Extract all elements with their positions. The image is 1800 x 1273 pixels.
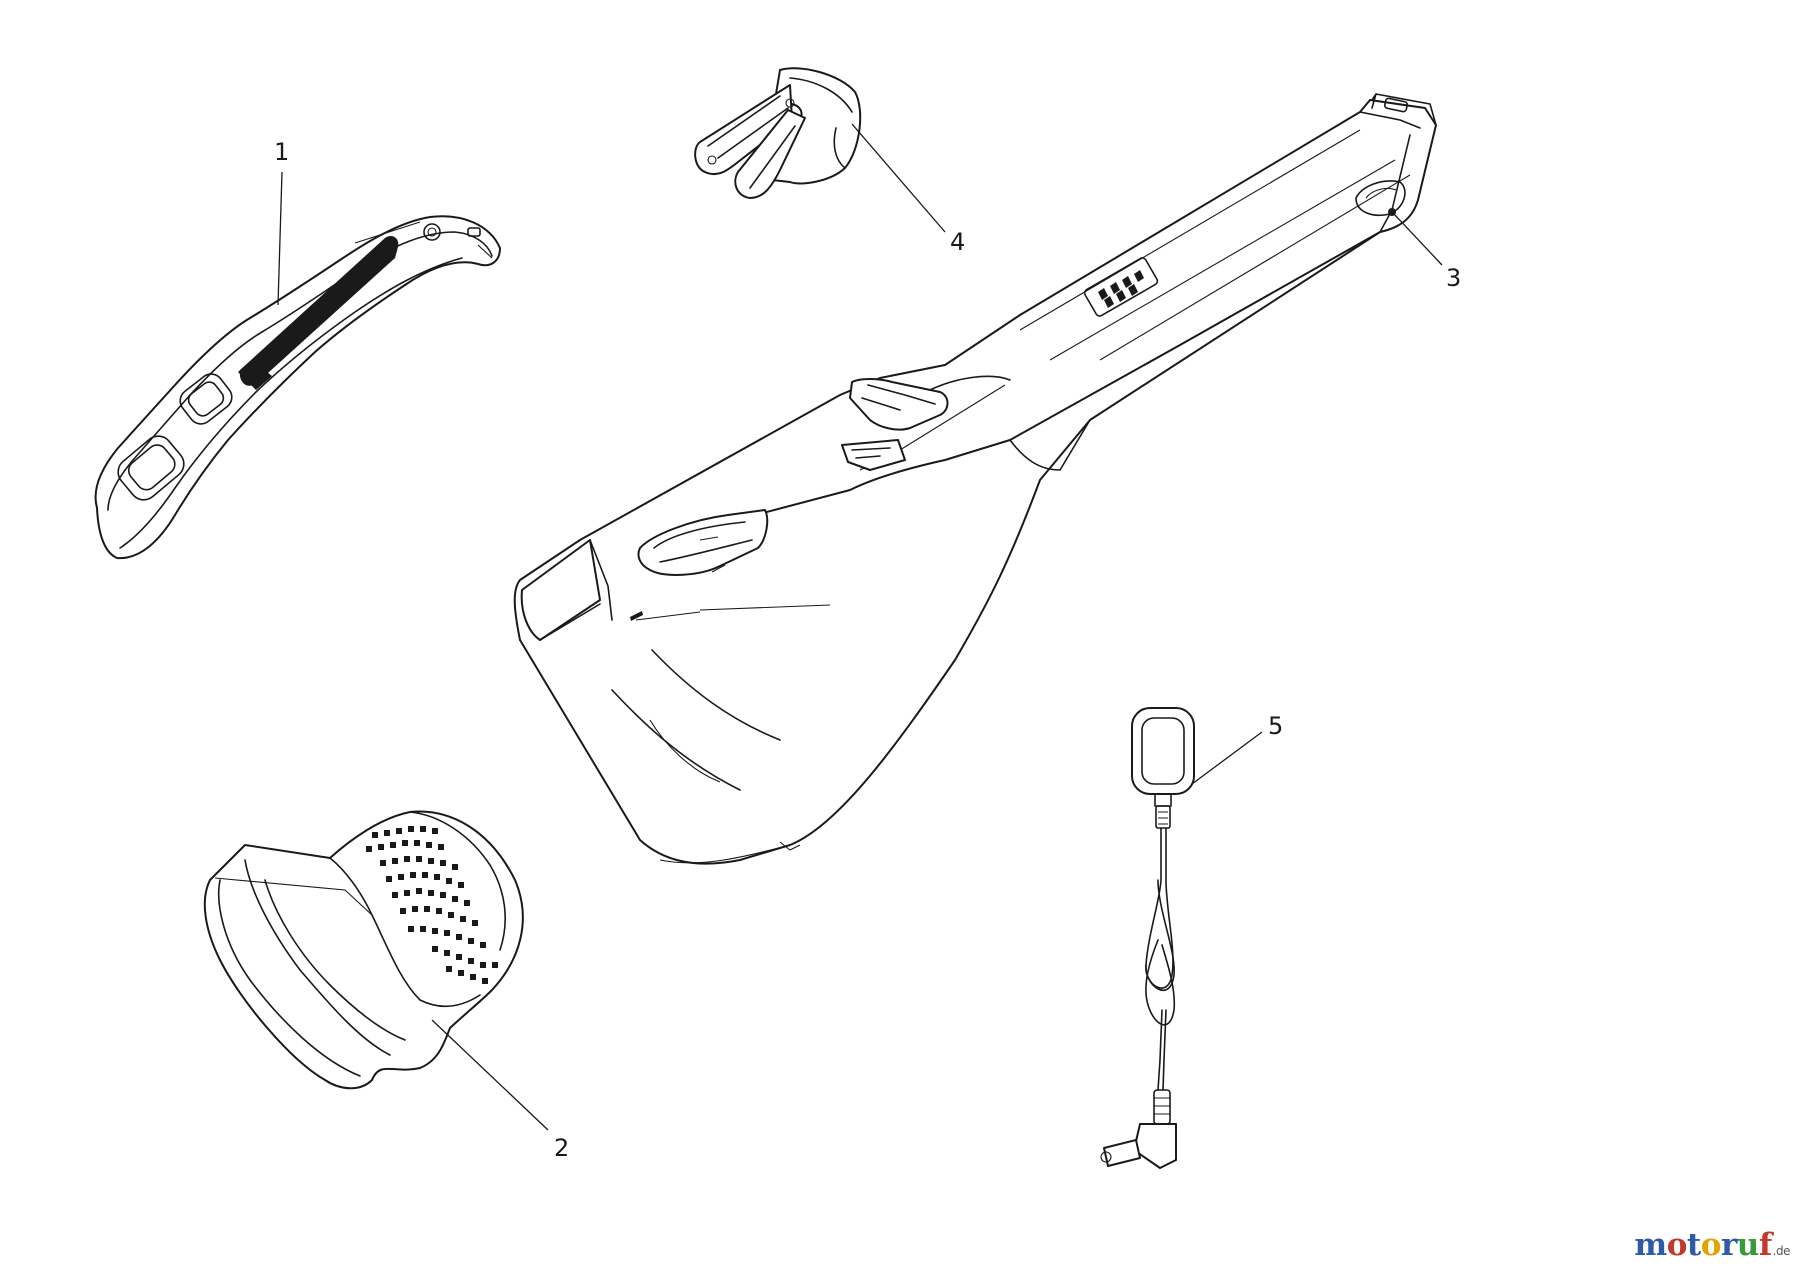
callout-labels: 1 2 3 4 5 xyxy=(274,138,1461,1162)
watermark-letter: o xyxy=(1700,1227,1722,1263)
watermark-letter: f xyxy=(1758,1227,1772,1263)
watermark-letter: m xyxy=(1634,1227,1667,1263)
callout-4: 4 xyxy=(950,228,965,256)
watermark-letter: t xyxy=(1686,1227,1701,1263)
part-2-filter xyxy=(203,810,524,1090)
part-4-bracket-clip xyxy=(694,67,862,199)
callout-1: 1 xyxy=(274,138,289,166)
leader-line-2 xyxy=(431,1019,549,1131)
callout-3: 3 xyxy=(1446,264,1461,292)
vent-grille xyxy=(1083,257,1159,317)
watermark-letter: u xyxy=(1736,1227,1760,1263)
leader-lines xyxy=(277,123,1443,1131)
watermark-tld: .de xyxy=(1772,1244,1791,1258)
leader-line-4 xyxy=(851,123,946,233)
leader-line-5 xyxy=(1191,731,1263,785)
grip-pad xyxy=(239,236,399,386)
leader-line-1 xyxy=(277,171,283,306)
watermark-letter: r xyxy=(1720,1227,1737,1263)
motoruf-logo-watermark: motoruf.de xyxy=(1634,1227,1790,1263)
callout-2: 2 xyxy=(554,1134,569,1162)
main-vacuum-body xyxy=(513,93,1437,865)
leader-line-3 xyxy=(1393,213,1443,266)
part-5-charger xyxy=(1100,707,1195,1169)
watermark-letter: o xyxy=(1666,1227,1688,1263)
callout-5: 5 xyxy=(1268,712,1283,740)
part-1-side-panel xyxy=(94,215,501,560)
